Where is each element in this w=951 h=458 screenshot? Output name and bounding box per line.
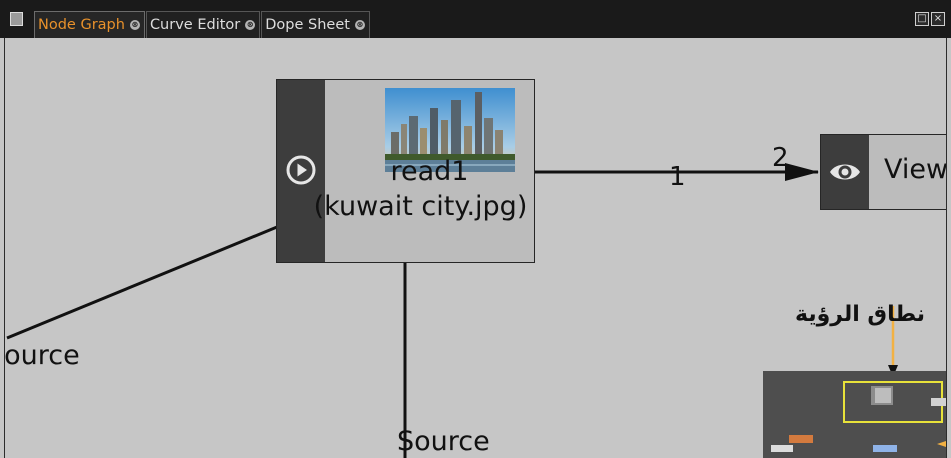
tab-bar: Node Graph ⊗ Curve Editor ⊗ Dope Sheet ⊗… <box>0 0 951 38</box>
tab-curve-editor[interactable]: Curve Editor ⊗ <box>145 11 261 38</box>
source-label-left: Source <box>4 340 80 371</box>
tab-label: Dope Sheet <box>265 17 350 33</box>
panel-menu-icon[interactable] <box>10 12 23 26</box>
play-circle-icon[interactable] <box>285 154 317 186</box>
navigator-minimap[interactable] <box>763 371 946 458</box>
navigator-node-viewer <box>931 398 946 406</box>
tab-close-icon[interactable]: ⊗ <box>129 20 140 30</box>
node-graph-canvas[interactable]: read1 (kuwait city.jpg) View 1 2 Source … <box>4 38 947 458</box>
node-title: read1 <box>390 156 469 187</box>
viewer-label: View <box>884 154 947 185</box>
maximize-icon[interactable]: □ <box>915 12 929 26</box>
edges-layer <box>6 163 898 458</box>
eye-icon[interactable] <box>828 157 862 187</box>
navigator-view-rect[interactable] <box>843 381 943 423</box>
navigator-pointer-arrow-icon <box>937 441 946 447</box>
tab-dope-sheet[interactable]: Dope Sheet ⊗ <box>261 11 370 38</box>
close-icon[interactable]: × <box>931 12 945 26</box>
viewport-annotation: نطاق الرؤية <box>795 302 926 327</box>
navigator-node-gray <box>771 445 793 452</box>
navigator-node-blue <box>873 445 897 452</box>
tab-node-graph[interactable]: Node Graph ⊗ <box>34 11 145 38</box>
city-skyline-thumbnail <box>385 88 515 172</box>
tab-close-icon[interactable]: ⊗ <box>245 20 256 30</box>
read-node[interactable]: read1 (kuwait city.jpg) <box>276 79 535 263</box>
source-label-bottom: Source <box>397 426 490 457</box>
viewer-node[interactable]: View <box>820 134 947 210</box>
navigator-node-read-body <box>875 388 891 403</box>
tab-label: Curve Editor <box>149 17 241 33</box>
tab-close-icon[interactable]: ⊗ <box>354 20 365 30</box>
tab-strip: Node Graph ⊗ Curve Editor ⊗ Dope Sheet ⊗ <box>34 11 371 38</box>
tab-label: Node Graph <box>38 17 125 33</box>
edge-left-source[interactable] <box>6 225 278 340</box>
edge-label-input-2: 2 <box>772 143 789 173</box>
window-buttons: □ × <box>915 12 945 26</box>
node-filename: (kuwait city.jpg) <box>313 191 528 222</box>
edge-label-input-1: 1 <box>669 162 686 192</box>
navigator-node-orange <box>789 435 813 443</box>
